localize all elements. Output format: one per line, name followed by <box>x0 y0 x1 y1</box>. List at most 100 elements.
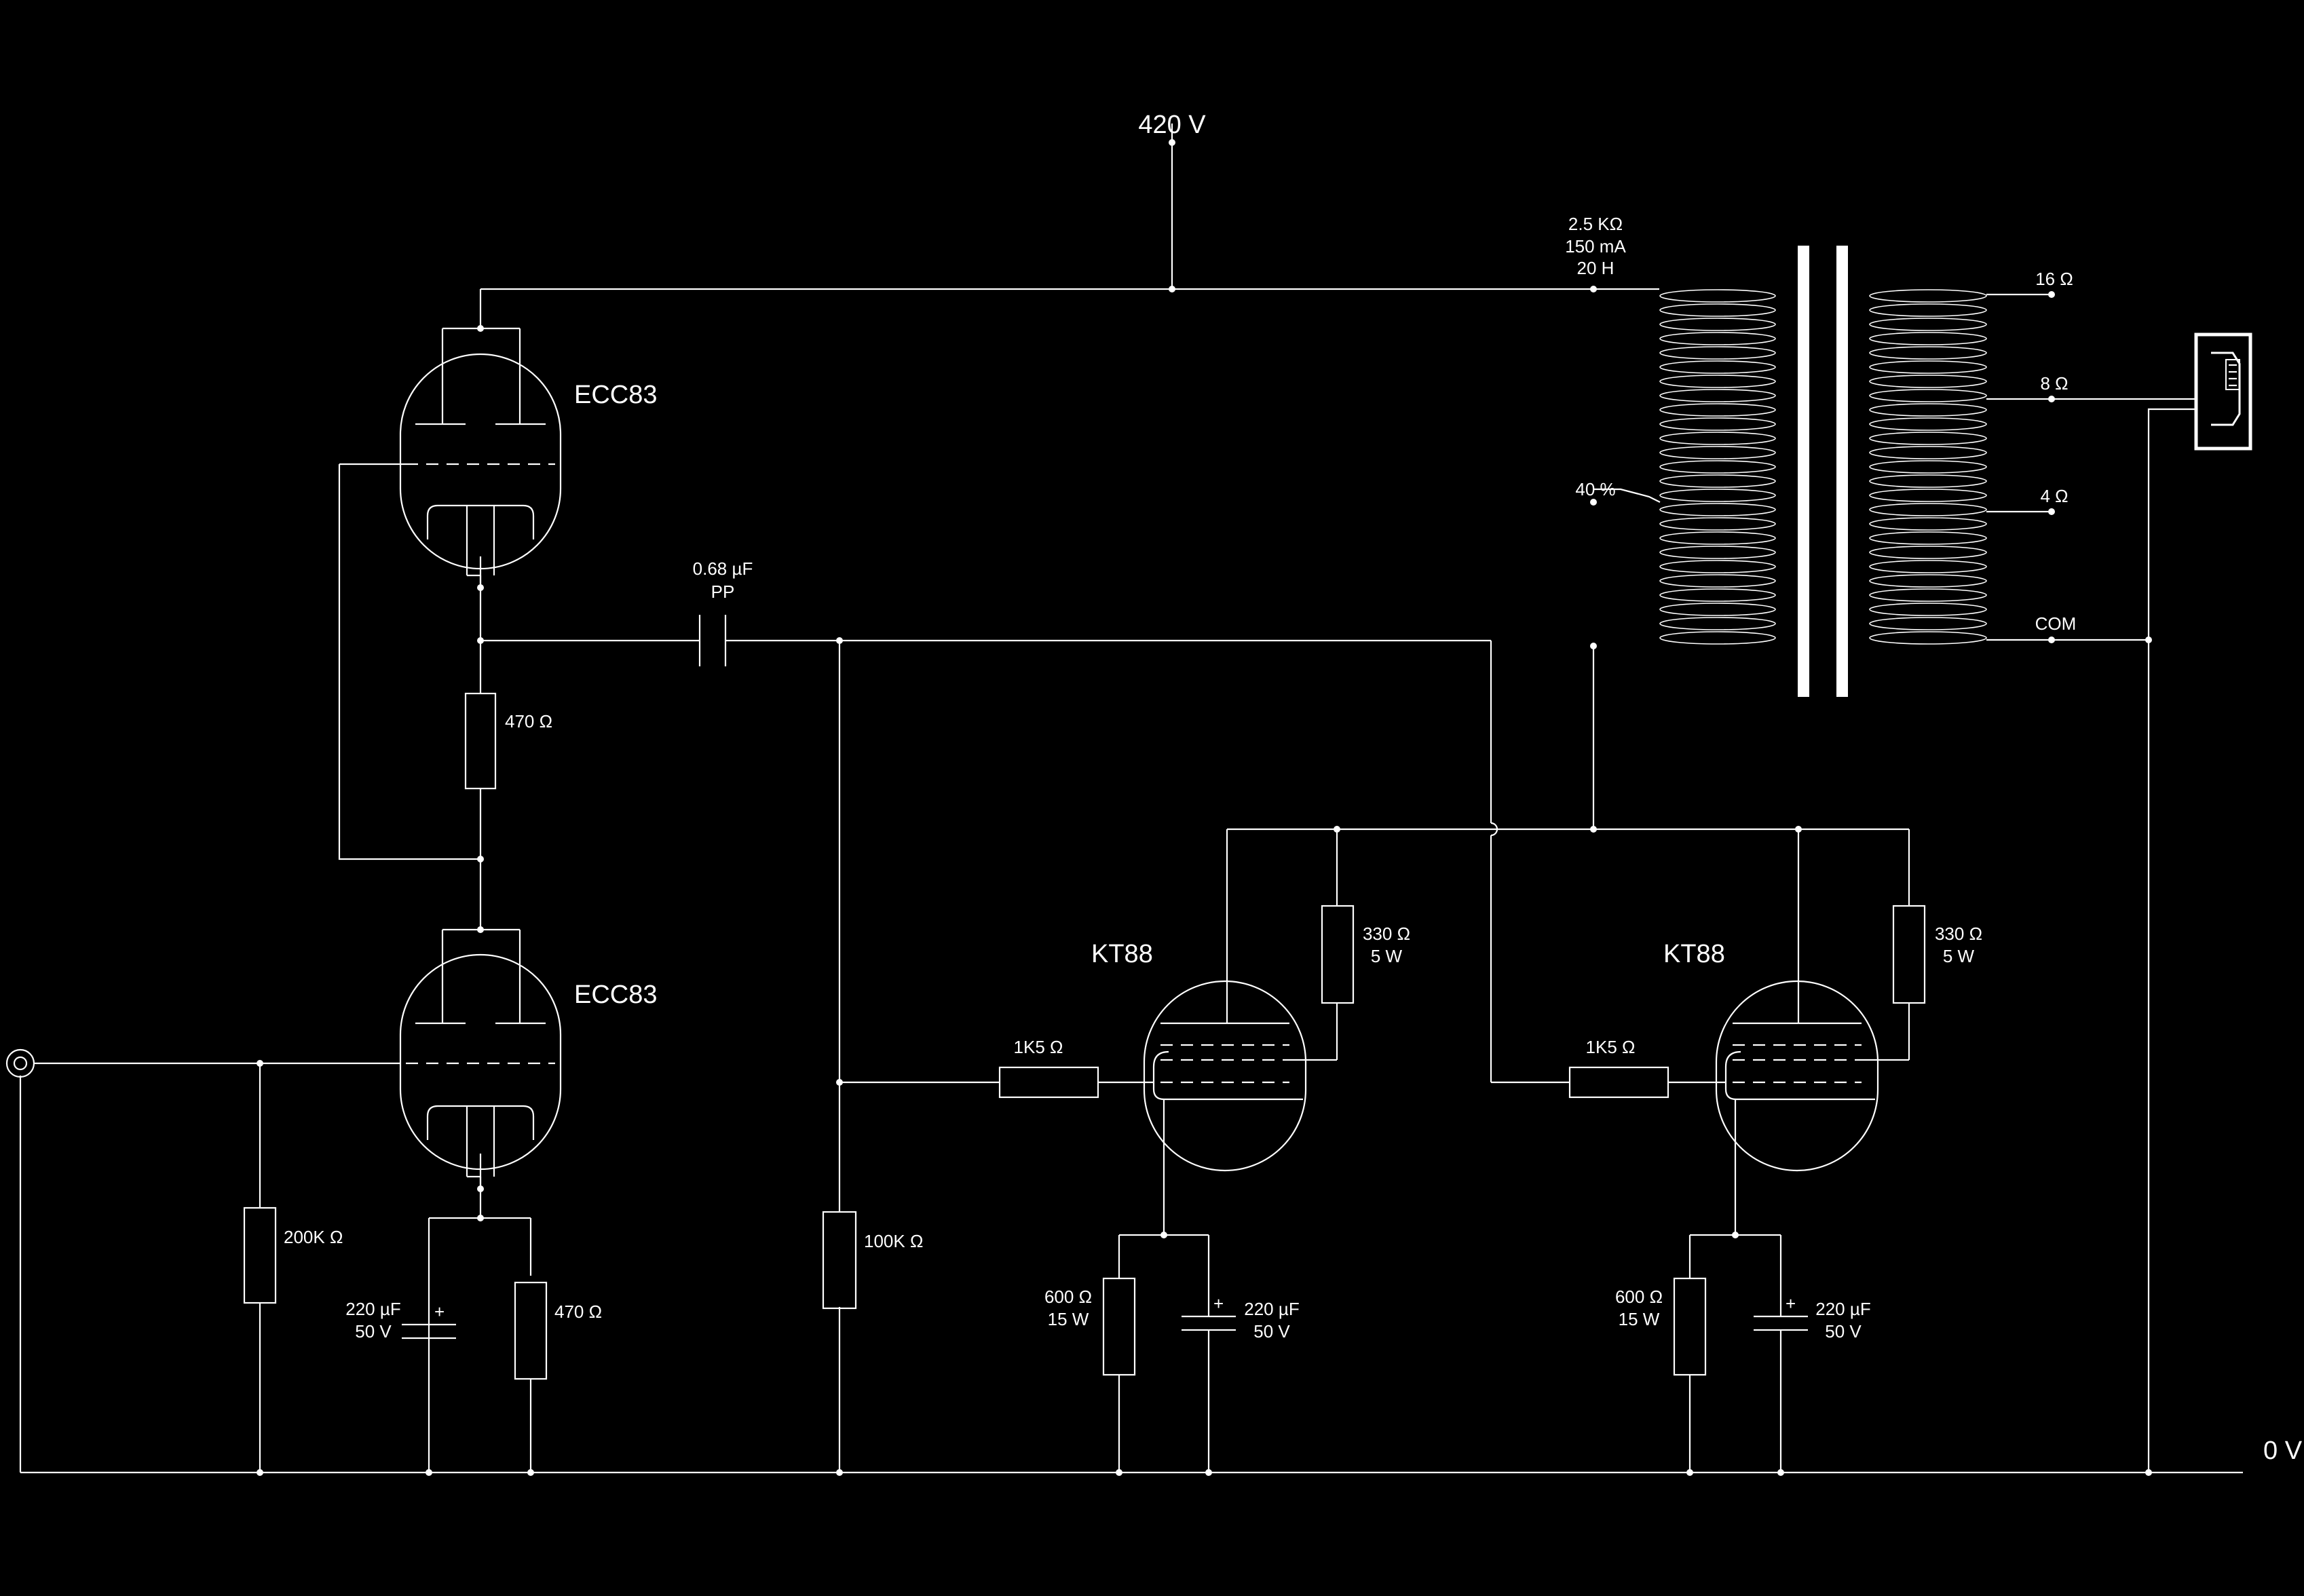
resistor-cathode-kt2-label: 600 Ω <box>1615 1287 1663 1307</box>
transformer-primary-coil <box>1659 289 1776 645</box>
coil-turn <box>1869 574 1987 588</box>
coil-turn <box>1869 289 1987 303</box>
coil-turn <box>1869 346 1987 360</box>
capacitor-cathode-kt2 <box>1754 1315 1808 1331</box>
resistor-grid-100k-label: 100K Ω <box>864 1231 923 1251</box>
coil-turn <box>1869 332 1987 345</box>
transformer-core-left <box>1798 246 1809 697</box>
capacitor-cathode-kt2-volt: 50 V <box>1825 1321 1862 1342</box>
resistor-grid-100k <box>822 1211 857 1310</box>
coil-turn <box>1659 631 1776 645</box>
resistor-anode-label: 470 Ω <box>505 711 552 732</box>
tube-v4 <box>1715 980 1881 1172</box>
resistor-stop-2 <box>1568 1066 1669 1099</box>
coil-turn <box>1869 460 1987 474</box>
coil-turn <box>1869 631 1987 645</box>
coil-turn <box>1659 318 1776 331</box>
input-jack-icon <box>5 1048 35 1078</box>
capacitor-coupling-label: 0.68 µF <box>693 558 753 579</box>
coil-turn <box>1659 460 1776 474</box>
coil-turn <box>1869 432 1987 445</box>
capacitor-cathode-kt1-plus: + <box>1213 1293 1224 1314</box>
transformer-core-right <box>1836 246 1848 697</box>
coil-turn <box>1869 417 1987 431</box>
coil-turn <box>1659 489 1776 502</box>
coil-turn <box>1869 503 1987 516</box>
junction-dots <box>257 139 2152 1476</box>
coil-turn <box>1869 318 1987 331</box>
capacitor-cathode-v2-plus: + <box>434 1302 445 1322</box>
tap-8-label: 8 Ω <box>2040 373 2068 394</box>
resistor-stop-1-label: 1K5 Ω <box>1014 1037 1063 1057</box>
resistor-cathode-v2-label: 470 Ω <box>554 1302 602 1322</box>
tube-v2-label: ECC83 <box>574 981 658 1009</box>
coil-turn <box>1659 531 1776 545</box>
capacitor-cathode-v2 <box>402 1323 456 1340</box>
resistor-cathode-kt1-label: 600 Ω <box>1044 1287 1092 1307</box>
wires <box>19 124 2243 1474</box>
coil-turn <box>1869 489 1987 502</box>
coil-turn <box>1659 560 1776 573</box>
resistor-cathode-v2 <box>514 1281 548 1380</box>
supply-label: 420 V <box>1138 111 1206 139</box>
resistor-screen-2-label: 330 Ω <box>1935 924 1982 944</box>
ground-label: 0 V <box>2263 1437 2303 1465</box>
tap-com-label: COM <box>2035 613 2077 634</box>
resistor-screen-2 <box>1892 905 1926 1004</box>
coil-turn <box>1659 574 1776 588</box>
capacitor-coupling <box>698 615 727 666</box>
capacitor-cathode-kt1-label: 220 µF <box>1244 1299 1299 1319</box>
coil-turn <box>1659 617 1776 630</box>
coil-turn <box>1659 303 1776 317</box>
tap-4-label: 4 Ω <box>2040 486 2068 506</box>
capacitor-cathode-v2-label: 220 µF <box>345 1299 400 1319</box>
coil-turn <box>1659 389 1776 402</box>
coil-turn <box>1869 531 1987 545</box>
coil-turn <box>1869 474 1987 488</box>
coil-turn <box>1869 389 1987 402</box>
coil-turn <box>1869 617 1987 630</box>
transformer-current: 150 mA <box>1565 236 1626 256</box>
capacitor-cathode-kt2-label: 220 µF <box>1815 1299 1870 1319</box>
coil-turn <box>1869 303 1987 317</box>
capacitor-coupling-type: PP <box>711 582 735 602</box>
resistor-screen-1-watt: 5 W <box>1371 946 1403 966</box>
tube-v3-label: KT88 <box>1091 940 1153 968</box>
coil-turn <box>1659 360 1776 374</box>
tube-v1 <box>339 353 562 588</box>
coil-turn <box>1659 446 1776 459</box>
resistor-cathode-kt2-watt: 15 W <box>1619 1309 1660 1329</box>
tube-v2 <box>399 953 562 1189</box>
resistor-screen-1 <box>1321 905 1355 1004</box>
transformer-secondary-coil <box>1869 289 1987 645</box>
coil-turn <box>1869 360 1987 374</box>
capacitor-cathode-kt1 <box>1182 1315 1236 1331</box>
coil-turn <box>1659 503 1776 516</box>
resistor-screen-2-watt: 5 W <box>1943 946 1975 966</box>
transformer-tap-label: 40 % <box>1575 479 1615 499</box>
transformer-impedance: 2.5 KΩ <box>1568 214 1623 234</box>
coil-turn <box>1869 603 1987 616</box>
coil-turn <box>1869 560 1987 573</box>
capacitor-cathode-kt1-volt: 50 V <box>1253 1321 1290 1342</box>
coil-turn <box>1659 332 1776 345</box>
coil-turn <box>1659 432 1776 445</box>
coil-turn <box>1659 346 1776 360</box>
coil-turn <box>1659 403 1776 417</box>
coil-turn <box>1869 446 1987 459</box>
tap-16-label: 16 Ω <box>2035 269 2073 289</box>
coil-turn <box>1659 603 1776 616</box>
resistor-cathode-kt2 <box>1673 1277 1707 1376</box>
coil-turn <box>1659 289 1776 303</box>
coil-turn <box>1869 375 1987 388</box>
coil-turn <box>1869 517 1987 531</box>
resistor-grid-200k-label: 200K Ω <box>284 1227 343 1247</box>
resistor-cathode-kt1 <box>1102 1277 1136 1376</box>
resistor-cathode-kt1-watt: 15 W <box>1048 1309 1089 1329</box>
tube-v1-label: ECC83 <box>574 381 658 409</box>
resistor-grid-200k <box>243 1206 277 1304</box>
coil-turn <box>1869 546 1987 559</box>
transformer-inductance: 20 H <box>1577 258 1614 278</box>
coil-turn <box>1659 417 1776 431</box>
